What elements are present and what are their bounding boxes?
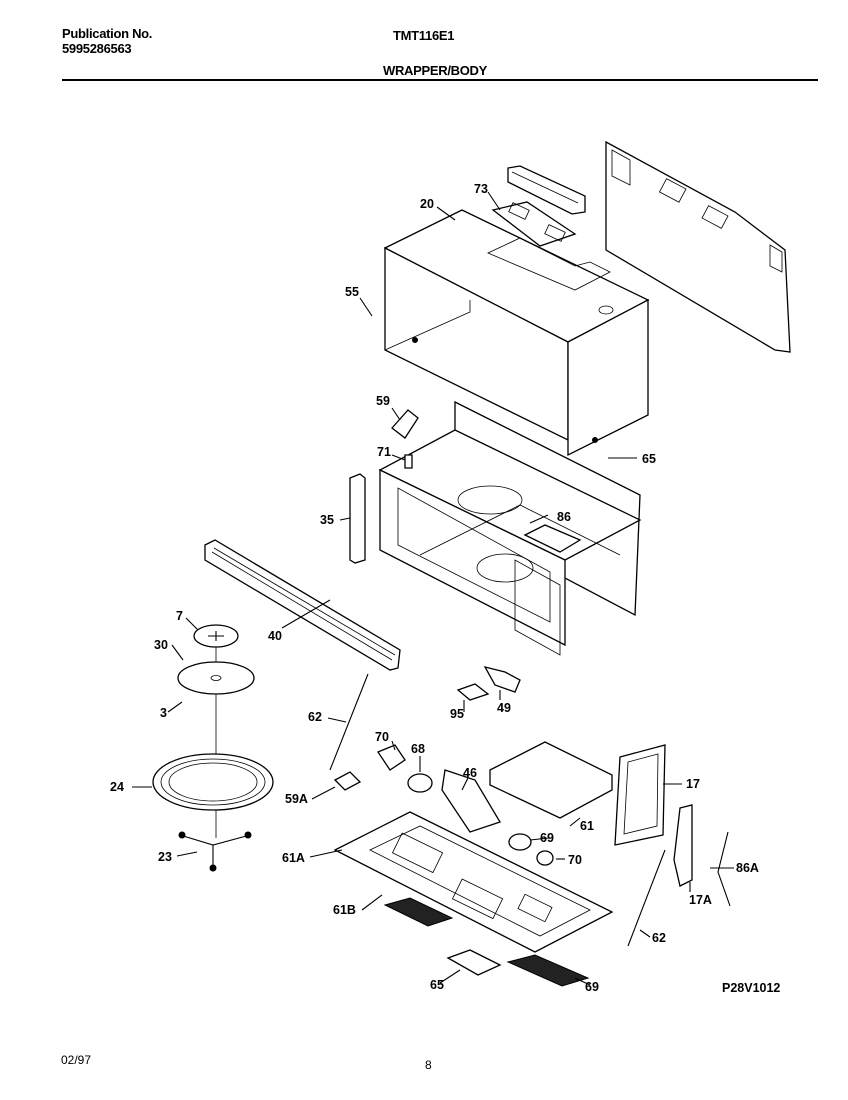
callout-23: 23 [158,850,172,864]
callout-62-upper: 62 [308,710,322,724]
callout-46: 46 [463,766,477,780]
callout-86: 86 [557,510,571,524]
callout-3: 3 [160,706,167,720]
callout-17: 17 [686,777,700,791]
base-plate-part [333,811,614,953]
page-number: 8 [425,1058,432,1072]
callout-61A: 61A [282,851,305,865]
duct-frame-part [614,744,666,846]
figure-code: P28V1012 [722,981,780,995]
vent-grille-part [204,539,401,671]
lamp-socket-part [483,666,521,693]
model-number: TMT116E1 [393,28,455,43]
callout-59: 59 [376,394,390,408]
clip-part [333,771,362,791]
side-bracket-part [349,473,366,564]
callout-35: 35 [320,513,334,527]
callout-71: 71 [377,445,391,459]
callout-40: 40 [268,629,282,643]
cover-plate-part [446,949,502,976]
fan-bracket-part [489,741,613,819]
turntable-top-parts [177,624,255,755]
grease-filter-left [383,897,454,927]
callout-70-lower: 70 [568,853,582,867]
callout-65: 65 [642,452,656,466]
callout-70-upper: 70 [375,730,389,744]
publication-number: 5995286563 [62,41,132,56]
callout-30: 30 [154,638,168,652]
callout-95: 95 [450,707,464,721]
leader-lines [132,191,734,986]
callout-69-upper: 69 [540,831,554,845]
section-title: WRAPPER/BODY [383,63,488,78]
header-rule [62,79,818,81]
latch-part [404,454,413,469]
callout-55: 55 [345,285,359,299]
callout-61B: 61B [333,903,356,917]
callout-73: 73 [474,182,488,196]
fan-motor-components [377,744,554,866]
rod-part-left [329,673,369,771]
damper-spring-part [717,831,731,907]
grease-filter-right [506,954,590,987]
callout-17A: 17A [689,893,712,907]
callout-68: 68 [411,742,425,756]
revision-date: 02/97 [61,1053,92,1067]
back-panel-part [605,140,791,353]
cavity-body-part [378,400,642,656]
callout-24: 24 [110,780,124,794]
callout-7: 7 [176,609,183,623]
roller-coupler-part [178,831,252,872]
publication-label: Publication No. [62,26,153,41]
callout-65-lower: 65 [430,978,444,992]
callout-20: 20 [420,197,434,211]
callout-59A: 59A [285,792,308,806]
hinge-part [391,409,419,439]
callout-49: 49 [497,701,511,715]
callout-labels: 73 20 55 59 71 65 35 86 40 7 30 3 95 49 … [110,182,780,995]
outer-wrapper-part [383,209,650,457]
insulator-part [456,683,490,701]
control-bracket-part [491,165,586,247]
callout-61: 61 [580,819,594,833]
rod-part-right [627,849,666,947]
callout-62-lower: 62 [652,931,666,945]
callout-69-lower: 69 [585,980,599,994]
turntable-tray-part [152,753,274,838]
damper-bracket-part [673,804,693,887]
callout-86A: 86A [736,861,759,875]
